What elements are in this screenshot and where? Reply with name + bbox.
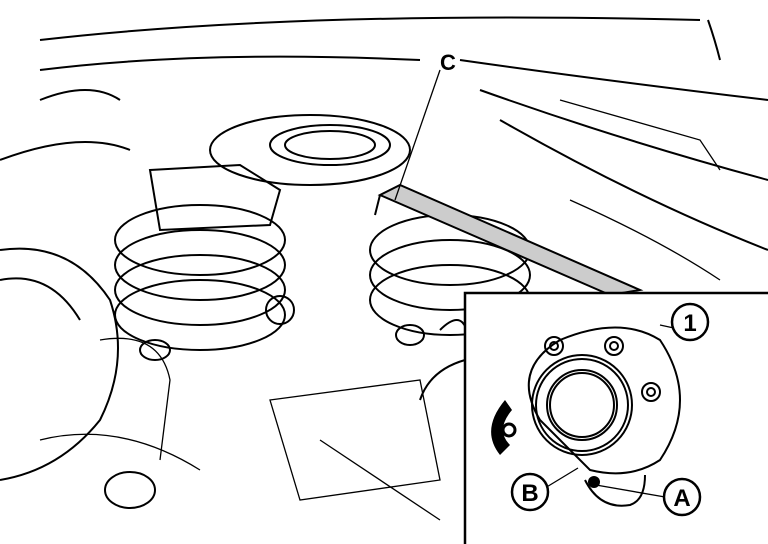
callout-1-label: 1 bbox=[683, 310, 696, 337]
engine-background-lines bbox=[0, 16, 768, 521]
tool-bar bbox=[374, 183, 644, 297]
inset-detail: 1 A B bbox=[463, 291, 768, 544]
callout-c-label: C bbox=[440, 50, 456, 75]
callout-b-label: B bbox=[521, 480, 538, 507]
callout-a-label: A bbox=[673, 485, 690, 512]
pulleys bbox=[0, 114, 531, 481]
callout-c-leader bbox=[394, 69, 441, 201]
